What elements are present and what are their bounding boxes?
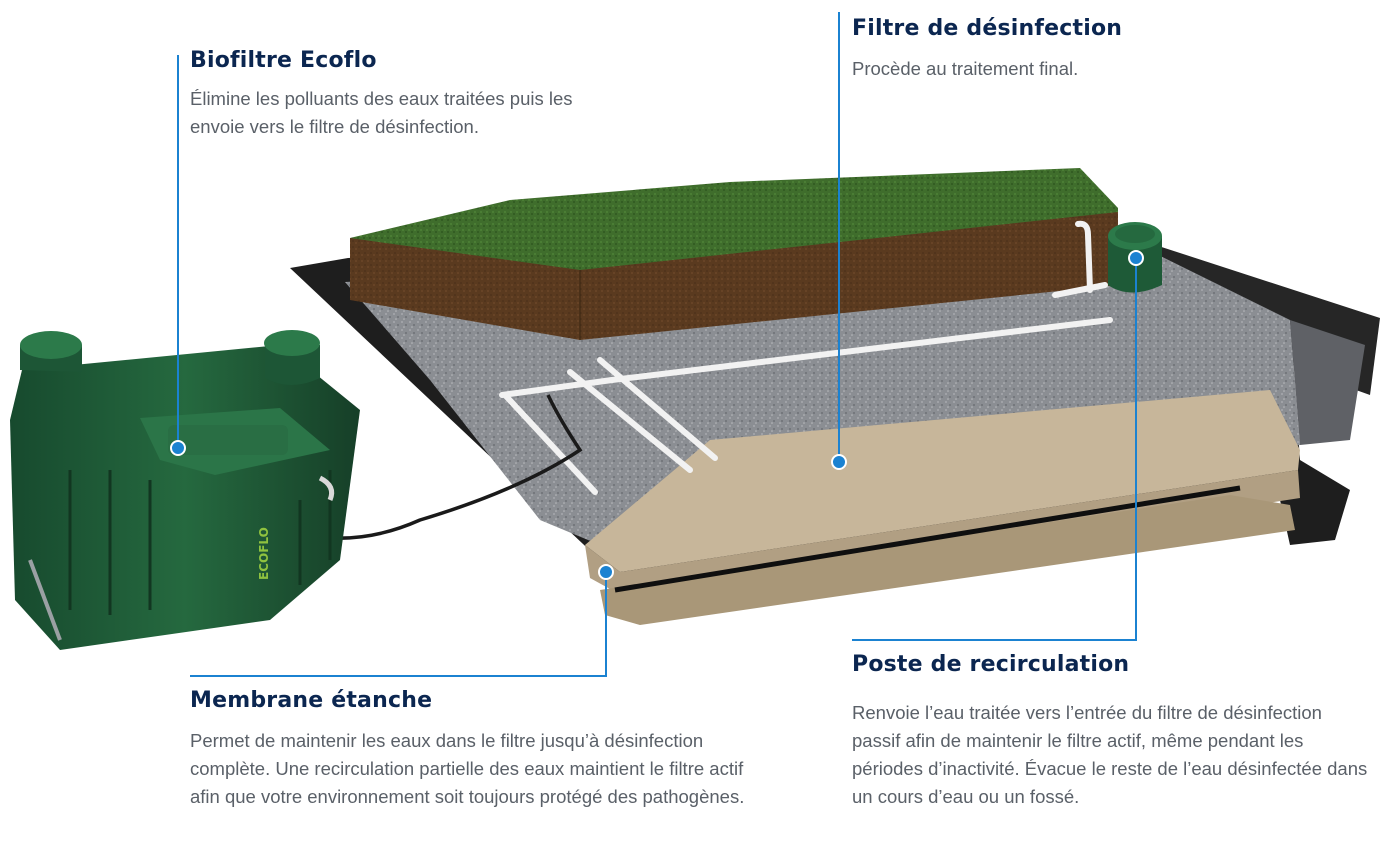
callout-filtre: Filtre de désinfection Procède au traite… [852, 16, 1352, 83]
sand-layer [585, 390, 1300, 572]
disinfection-filter-bed [244, 168, 1380, 625]
marker-biofiltre [170, 440, 186, 456]
callout-poste: Poste de recirculation Renvoie l’eau tra… [852, 652, 1372, 811]
leader-lines [177, 12, 1137, 677]
ecoflo-biofilter-tank: ECOFLO [10, 330, 360, 650]
grass-surface [350, 168, 1118, 270]
callout-poste-title: Poste de recirculation [852, 652, 1130, 677]
tank-logo: ECOFLO [257, 527, 271, 580]
callout-filtre-title: Filtre de désinfection [852, 16, 1123, 41]
callout-membrane-text: Permet de maintenir les eaux dans le fil… [190, 730, 745, 807]
callout-filtre-text: Procède au traitement final. [852, 58, 1079, 79]
callout-biofiltre: Biofiltre Ecoflo Élimine les polluants d… [190, 48, 650, 141]
distribution-pipes [499, 220, 1113, 495]
callout-biofiltre-title: Biofiltre Ecoflo [190, 48, 377, 73]
leader-line-membrane [190, 572, 607, 677]
callout-membrane-title: Membrane étanche [190, 688, 433, 713]
leader-line-poste [852, 258, 1137, 641]
marker-filtre [831, 454, 847, 470]
marker-membrane [598, 564, 614, 580]
callout-poste-text: Renvoie l’eau traitée vers l’entrée du f… [852, 702, 1368, 807]
callout-biofiltre-text: Élimine les polluants des eaux traitées … [190, 88, 573, 137]
marker-poste [1128, 250, 1144, 266]
callout-membrane: Membrane étanche Permet de maintenir les… [190, 688, 750, 811]
leader-dots [170, 250, 1144, 580]
